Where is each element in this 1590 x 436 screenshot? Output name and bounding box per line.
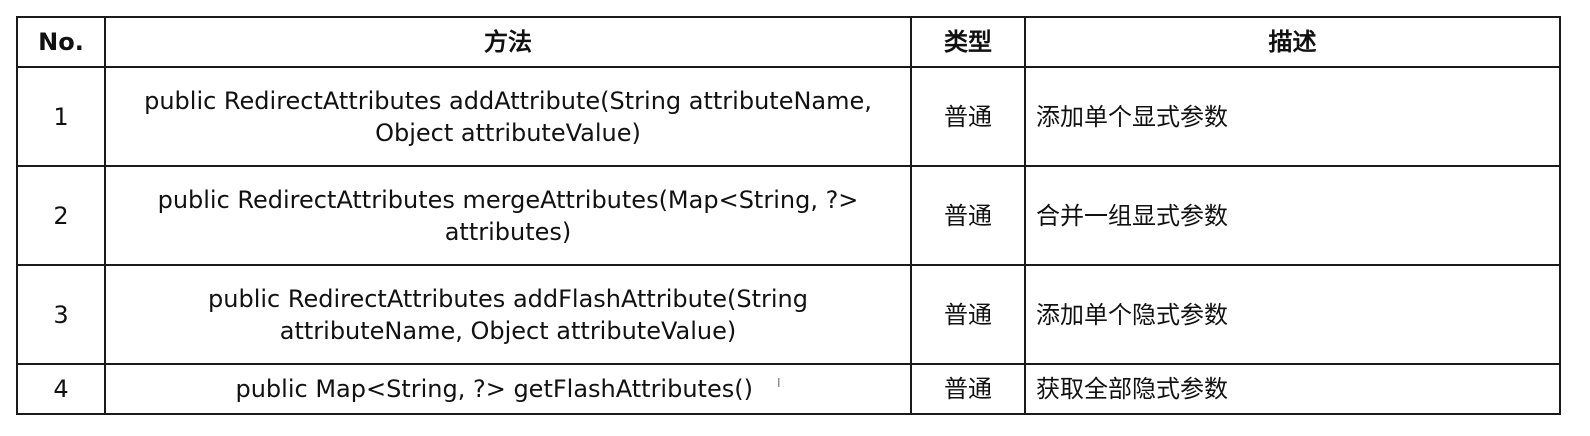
method-signature: public RedirectAttributes addFlashAttrib… <box>104 264 912 365</box>
method-description: 添加单个显式参数 <box>1024 66 1561 167</box>
header-no: No. <box>16 16 106 68</box>
row-number: 3 <box>16 264 106 365</box>
method-description: 获取全部隐式参数 <box>1024 363 1561 415</box>
header-type: 类型 <box>910 16 1026 68</box>
method-type: 普通 <box>910 66 1026 167</box>
method-signature-cell: public Map<String, ?> getFlashAttributes… <box>104 363 912 415</box>
table-row: 2 public RedirectAttributes mergeAttribu… <box>16 165 1561 266</box>
table-row: 1 public RedirectAttributes addAttribute… <box>16 66 1561 167</box>
header-method: 方法 <box>104 16 912 68</box>
method-type: 普通 <box>910 363 1026 415</box>
table-header-row: No. 方法 类型 描述 <box>16 16 1561 68</box>
header-description: 描述 <box>1024 16 1561 68</box>
row-number: 2 <box>16 165 106 266</box>
table-row: 4 public Map<String, ?> getFlashAttribut… <box>16 363 1561 415</box>
table-row: 3 public RedirectAttributes addFlashAttr… <box>16 264 1561 365</box>
row-number: 1 <box>16 66 106 167</box>
method-signature: public RedirectAttributes mergeAttribute… <box>104 165 912 266</box>
method-description: 添加单个隐式参数 <box>1024 264 1561 365</box>
method-table: No. 方法 类型 描述 1 public RedirectAttributes… <box>16 16 1561 415</box>
row-number: 4 <box>16 363 106 415</box>
document-body: No. 方法 类型 描述 1 public RedirectAttributes… <box>16 16 1561 415</box>
method-type: 普通 <box>910 165 1026 266</box>
text-cursor-icon: I <box>776 376 781 390</box>
method-description: 合并一组显式参数 <box>1024 165 1561 266</box>
method-signature: public Map<String, ?> getFlashAttributes… <box>235 375 753 403</box>
method-signature: public RedirectAttributes addAttribute(S… <box>104 66 912 167</box>
method-type: 普通 <box>910 264 1026 365</box>
